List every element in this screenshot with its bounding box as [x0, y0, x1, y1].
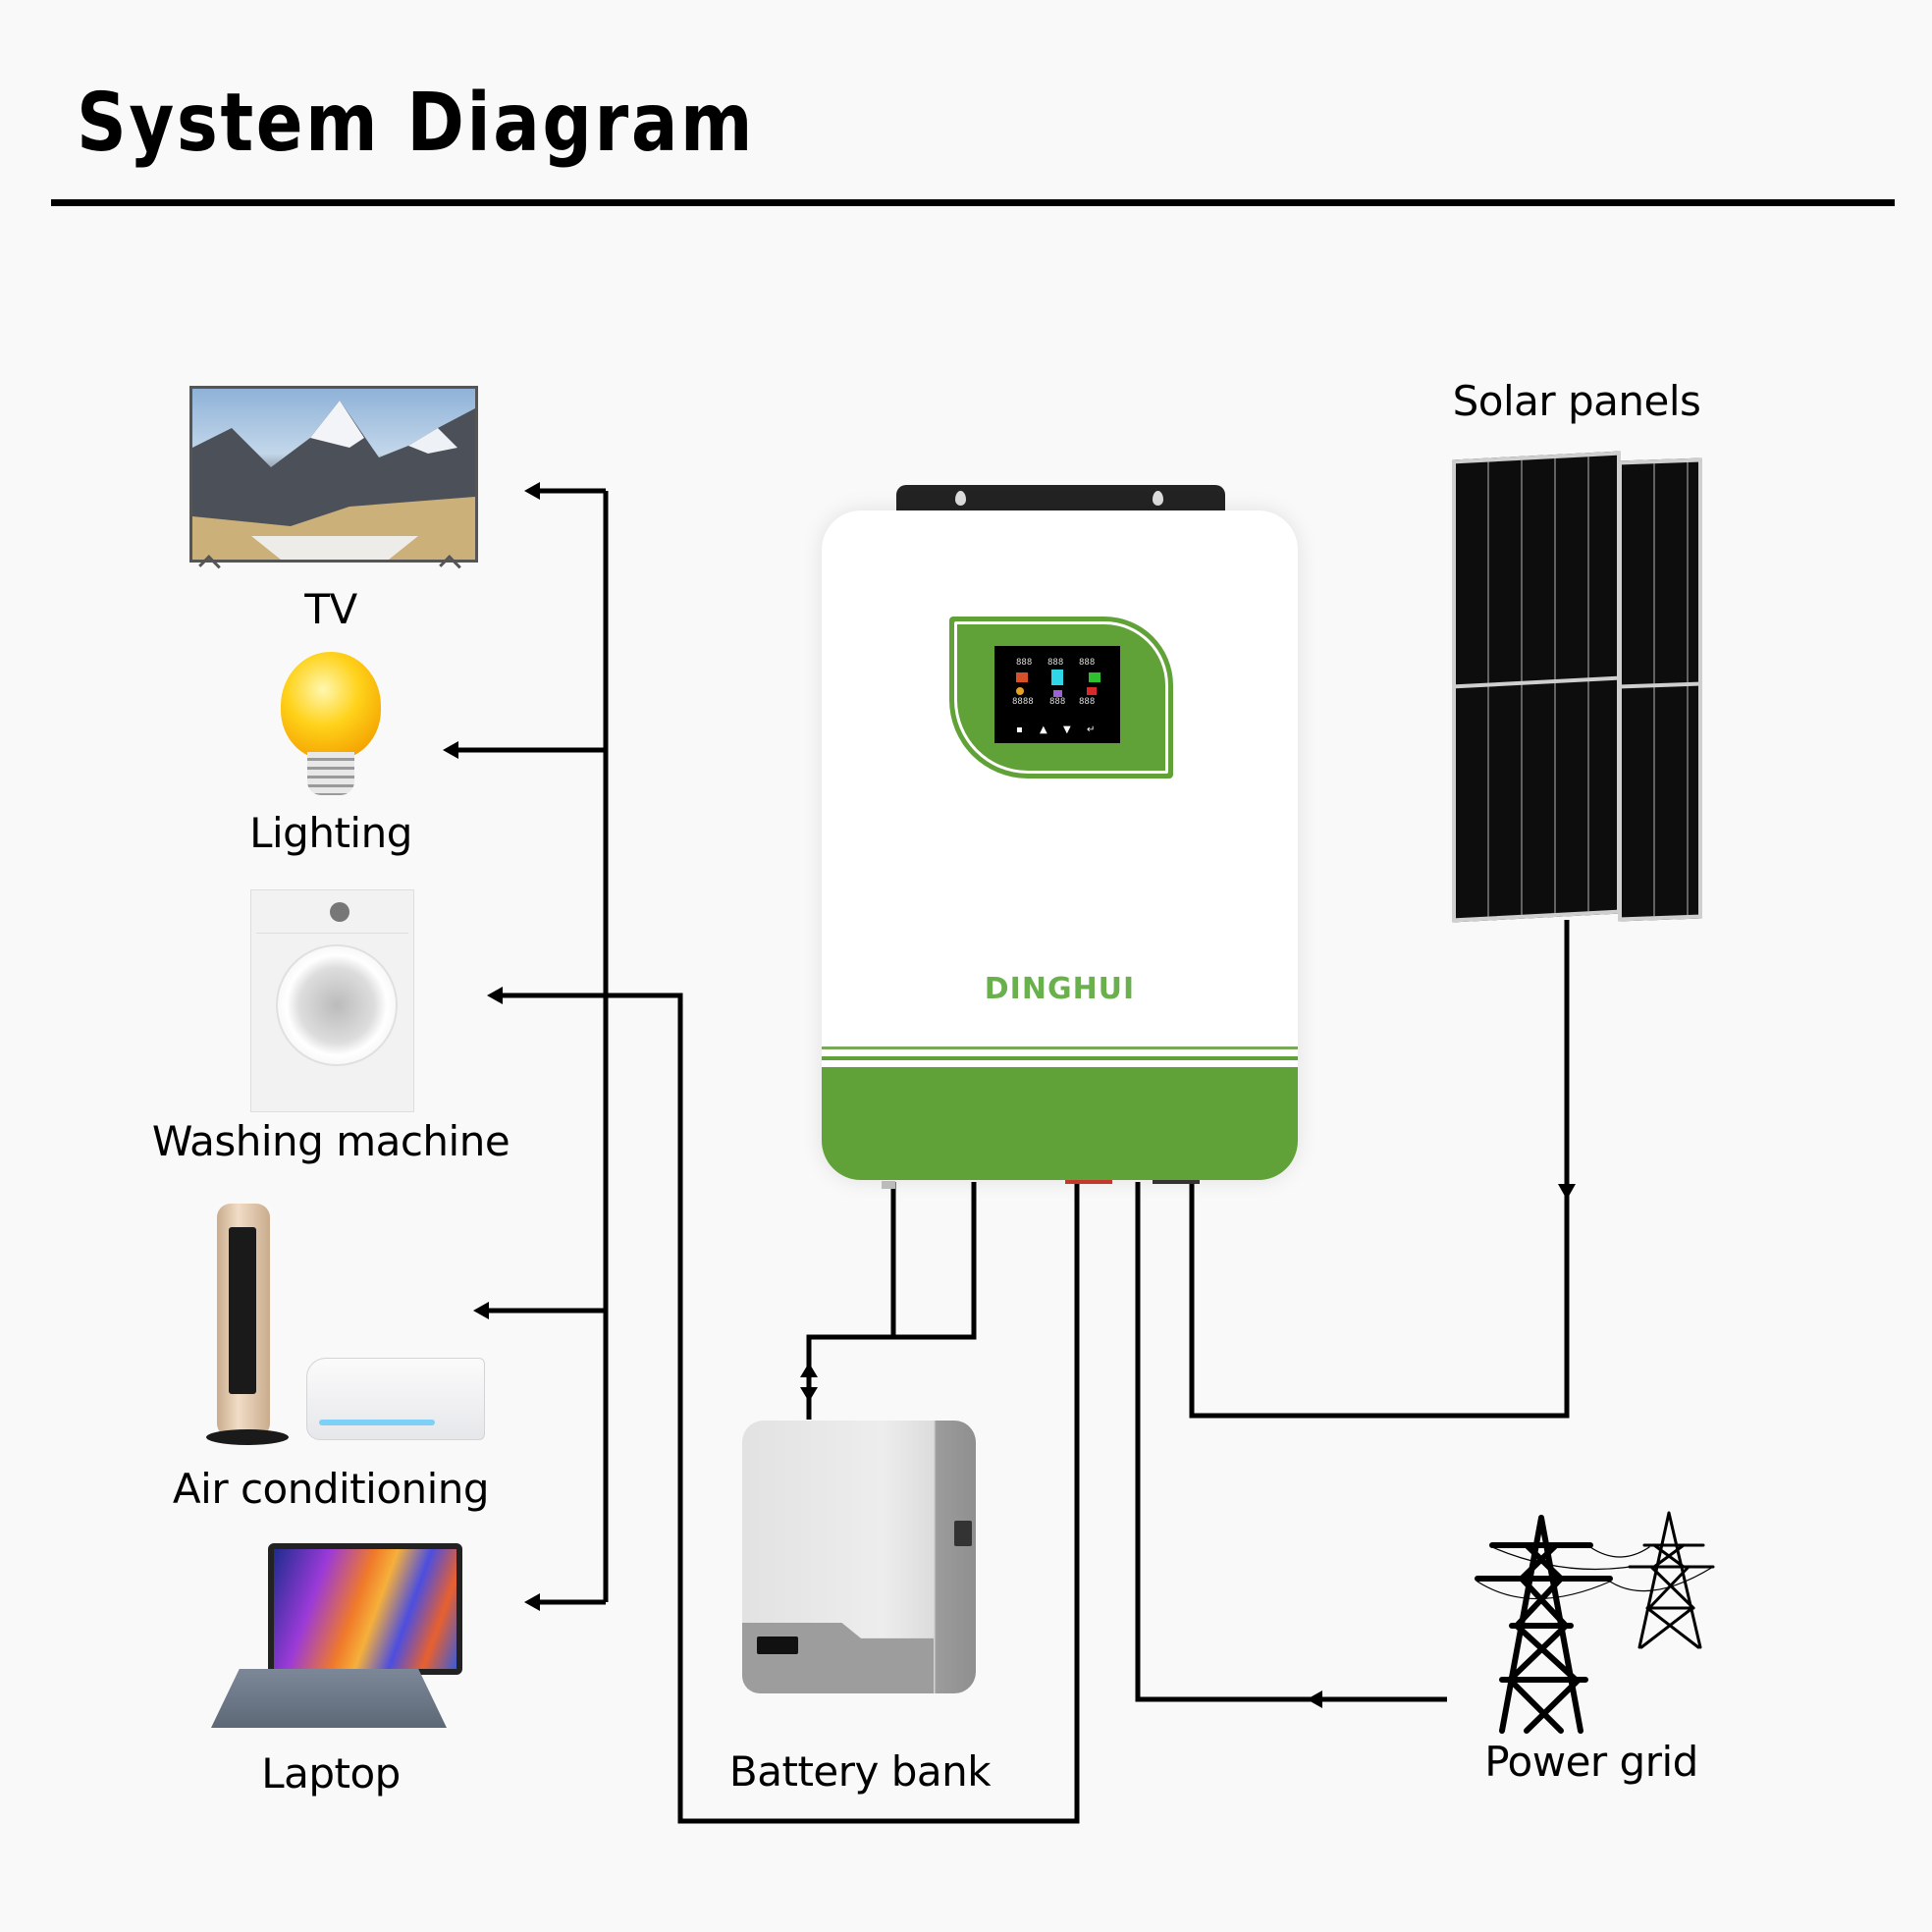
source-label-grid: Power grid: [1484, 1738, 1698, 1786]
washer-drum: [276, 944, 398, 1066]
inverter-base-panel: [822, 1067, 1298, 1180]
hybrid-inverter: 888 888 888 8888 888 888 ▪ ▲ ▼ ↵ DINGHUI: [822, 510, 1298, 1180]
arrow-battery-down: [800, 1387, 818, 1402]
mount-hole: [955, 491, 966, 506]
tower-fan-grill: [229, 1227, 256, 1394]
arrow-battery-up: [800, 1363, 818, 1377]
tv-icon: [189, 386, 478, 563]
ac-light-strip: [319, 1420, 435, 1425]
lcd-readout: 888: [1016, 658, 1033, 668]
source-label-solar: Solar panels: [1452, 377, 1701, 425]
arrow-grid-left: [1307, 1690, 1322, 1708]
tower-fan-base: [206, 1429, 289, 1445]
wire-battery-b: [806, 1182, 977, 1420]
washer-dial: [330, 902, 349, 922]
solar-panel-icon: [1618, 457, 1702, 922]
terminal-port: [1065, 1180, 1112, 1184]
wire-to-washing-machine: [499, 993, 1080, 1824]
arrow-to-washing-machine: [487, 987, 503, 1004]
wire-solar: [1189, 920, 1570, 1419]
brand-logo: DINGHUI: [984, 972, 1136, 1006]
arrow-to-laptop: [524, 1593, 540, 1611]
alarm-indicator-icon: [1087, 687, 1097, 695]
load-indicator-icon: [1089, 672, 1100, 682]
laptop-icon: [268, 1543, 462, 1675]
menu-button[interactable]: ▪: [1016, 724, 1023, 735]
laptop-keyboard: [211, 1669, 447, 1728]
lcd-readout: 888: [1079, 697, 1096, 707]
wire-grid: [1135, 1182, 1447, 1702]
load-label-washing-machine: Washing machine: [151, 1117, 510, 1165]
decor-stripe: [822, 1046, 1298, 1049]
battery-status-display: [757, 1637, 798, 1654]
title-underline: [51, 199, 1895, 206]
power-tower-icon: [1475, 1511, 1715, 1734]
arrow-solar-down: [1558, 1184, 1576, 1200]
solar-indicator-icon: [1016, 687, 1024, 695]
load-label-air-conditioning: Air conditioning: [172, 1465, 490, 1513]
bulb-base: [307, 752, 354, 795]
load-label-lighting: Lighting: [249, 809, 412, 857]
lcd-readout: 8888: [1012, 697, 1034, 707]
mount-hole: [1153, 491, 1163, 506]
inverter-indicator-icon: [1051, 670, 1063, 685]
washing-machine-icon: [250, 889, 414, 1112]
air-conditioner-icon: [306, 1358, 485, 1440]
lcd-readout: 888: [1047, 658, 1064, 668]
terminal-port: [882, 1181, 895, 1189]
solar-panel-icon: [1452, 451, 1621, 923]
arrow-to-tv: [524, 482, 540, 500]
enter-button[interactable]: ↵: [1087, 724, 1096, 735]
terminal-port: [1153, 1180, 1200, 1184]
washer-control-panel: [256, 895, 408, 934]
decor-stripe: [822, 1056, 1298, 1060]
light-bulb-icon: [281, 652, 381, 760]
battery-icon: [742, 1421, 976, 1693]
lcd-display: 888 888 888 8888 888 888 ▪ ▲ ▼ ↵: [994, 646, 1120, 743]
lcd-readout: 888: [1049, 697, 1066, 707]
lcd-readout: 888: [1079, 658, 1096, 668]
arrow-to-ac: [473, 1302, 489, 1319]
battery-lower-panel: [742, 1623, 935, 1693]
load-label-tv: TV: [304, 585, 357, 633]
load-label-laptop: Laptop: [261, 1749, 401, 1798]
arrow-to-lighting: [443, 741, 458, 759]
grid-indicator-icon: [1016, 672, 1028, 682]
battery-indicator-icon: [1053, 690, 1062, 697]
down-button[interactable]: ▼: [1063, 724, 1071, 735]
up-button[interactable]: ▲: [1040, 724, 1047, 735]
page-title: System Diagram: [77, 77, 756, 170]
source-label-battery: Battery bank: [728, 1747, 992, 1796]
battery-handle: [954, 1521, 972, 1546]
